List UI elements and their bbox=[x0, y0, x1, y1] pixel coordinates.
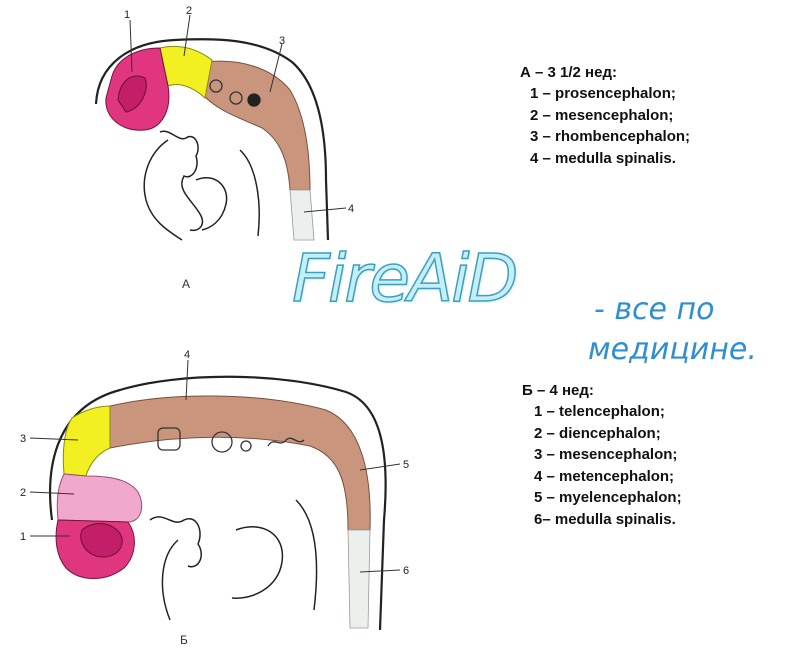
watermark-logo: FireAiD bbox=[292, 240, 516, 317]
spinal-cord-a bbox=[290, 190, 314, 240]
figure-a-body-wall bbox=[144, 140, 182, 240]
legend-b-item: 5 – myelencephalon; bbox=[522, 487, 682, 509]
legend-a-item-label: medulla spinalis. bbox=[555, 150, 676, 167]
figure-b-curve bbox=[296, 500, 317, 610]
callout-a3: 3 bbox=[279, 35, 285, 47]
legend-b-item-label: metencephalon; bbox=[559, 468, 674, 485]
legend-a-item: 1 – prosencephalon; bbox=[520, 83, 690, 105]
figure-b-heart bbox=[232, 527, 282, 598]
legend-a-item-label: prosencephalon; bbox=[555, 85, 676, 102]
legend-a-item-label: mesencephalon; bbox=[555, 107, 673, 124]
legend-a-item-label: rhombencephalon; bbox=[555, 128, 690, 145]
callout-b4: 4 bbox=[184, 349, 190, 361]
legend-a-item-num: 3 – bbox=[530, 126, 551, 148]
legend-a-item-num: 2 – bbox=[530, 105, 551, 127]
legend-a-item: 2 – mesencephalon; bbox=[520, 105, 690, 127]
legend-b-item-label: myelencephalon; bbox=[559, 489, 682, 506]
legend-b-item-num: 5 – bbox=[534, 487, 555, 509]
legend-b-item-label: telencephalon; bbox=[559, 403, 665, 420]
legend-b-item: 1 – telencephalon; bbox=[522, 401, 682, 423]
legend-a: А – 3 1/2 нед: 1 – prosencephalon; 2 – m… bbox=[520, 62, 690, 169]
figure-b-letter: Б bbox=[180, 633, 188, 647]
spinal-cord-b bbox=[348, 530, 370, 628]
callout-b5: 5 bbox=[403, 459, 409, 471]
callout-a4: 4 bbox=[348, 203, 354, 215]
metencephalon-b bbox=[110, 396, 370, 530]
legend-b: Б – 4 нед: 1 – telencephalon; 2 – dience… bbox=[522, 380, 682, 530]
callout-a1: 1 bbox=[124, 9, 130, 21]
figure-a-pharynx bbox=[160, 131, 202, 230]
legend-b-item-label: diencephalon; bbox=[559, 425, 661, 442]
legend-b-item-num: 2 – bbox=[534, 423, 555, 445]
legend-a-title: А – 3 1/2 нед: bbox=[520, 62, 690, 83]
legend-b-item-label: medulla spinalis. bbox=[555, 511, 676, 528]
callout-line-b4 bbox=[186, 360, 188, 400]
rhombencephalon-a bbox=[204, 61, 310, 190]
legend-a-item: 3 – rhombencephalon; bbox=[520, 126, 690, 148]
legend-a-item-num: 1 – bbox=[530, 83, 551, 105]
legend-b-item-num: 4 – bbox=[534, 466, 555, 488]
callout-a2: 2 bbox=[186, 5, 192, 17]
legend-b-item: 2 – diencephalon; bbox=[522, 423, 682, 445]
legend-b-item: 4 – metencephalon; bbox=[522, 466, 682, 488]
figure-a-curve bbox=[240, 150, 259, 236]
callout-b1: 1 bbox=[20, 531, 26, 543]
mesencephalon-b bbox=[63, 406, 110, 476]
otic-vesicle-b3 bbox=[241, 441, 251, 451]
otic-vesicle-a3 bbox=[248, 94, 260, 106]
diencephalon-b bbox=[57, 474, 141, 522]
legend-b-item-num: 1 – bbox=[534, 401, 555, 423]
callout-b2: 2 bbox=[20, 487, 26, 499]
figure-a: 1 2 3 4 bbox=[96, 5, 354, 240]
legend-b-item-num: 3 – bbox=[534, 444, 555, 466]
legend-a-item-num: 4 – bbox=[530, 148, 551, 170]
watermark-tagline-1: - все по bbox=[594, 292, 715, 327]
legend-b-item: 6– medulla spinalis. bbox=[522, 509, 682, 531]
callout-b3: 3 bbox=[20, 433, 26, 445]
figure-a-heart bbox=[196, 178, 227, 230]
watermark-tagline-2: медицине. bbox=[588, 332, 757, 367]
legend-b-title: Б – 4 нед: bbox=[522, 380, 682, 401]
legend-b-item: 3 – mesencephalon; bbox=[522, 444, 682, 466]
legend-b-item-num: 6– bbox=[534, 509, 551, 531]
legend-a-item: 4 – medulla spinalis. bbox=[520, 148, 690, 170]
figure-a-letter: A bbox=[182, 277, 190, 291]
callout-b6: 6 bbox=[403, 565, 409, 577]
figure-b-body-wall bbox=[162, 540, 178, 620]
legend-b-item-label: mesencephalon; bbox=[559, 446, 677, 463]
figure-b: 1 2 3 4 5 6 bbox=[20, 349, 409, 630]
